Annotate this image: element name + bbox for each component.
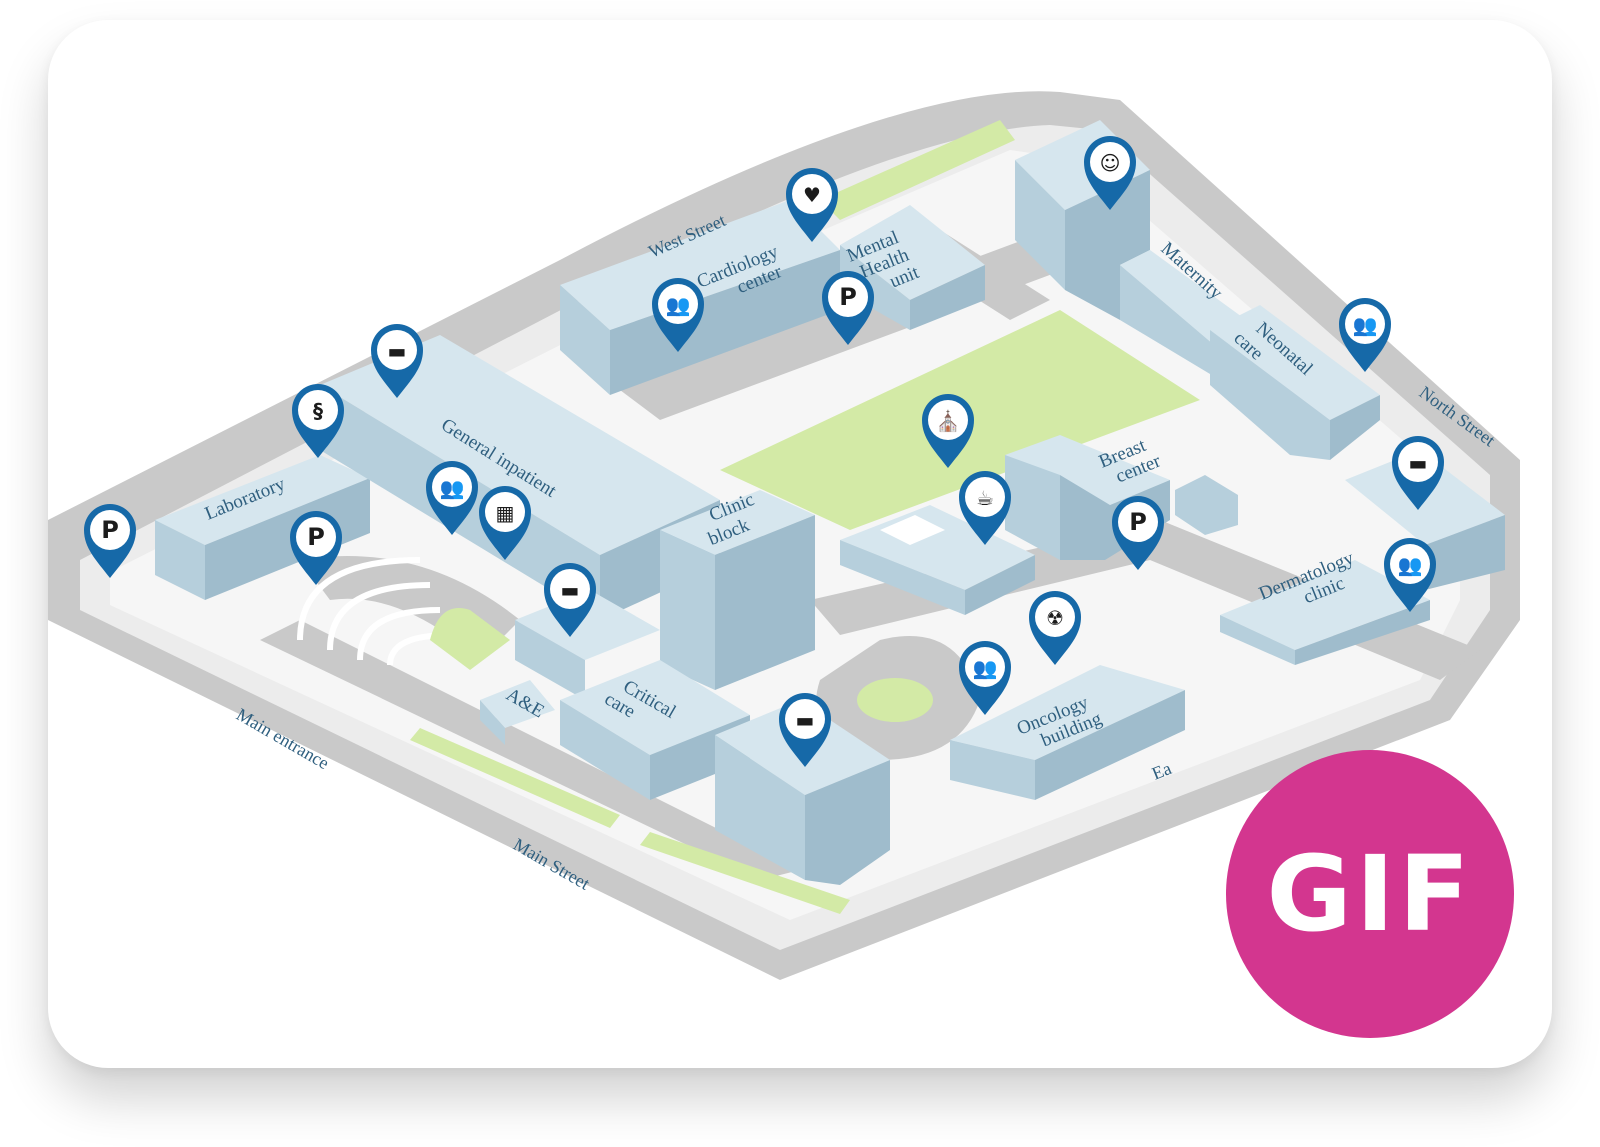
map-pin-reception[interactable]: 👥 xyxy=(1339,298,1391,372)
map-pin-church[interactable]: ⛪ xyxy=(922,394,974,468)
bed-icon: ▬ xyxy=(1409,451,1428,475)
building-critical-care xyxy=(480,590,750,800)
grass-south2 xyxy=(640,832,850,914)
parking-icon: P xyxy=(307,523,325,551)
map-pin-parking[interactable]: P xyxy=(822,271,874,345)
building-cafe xyxy=(840,505,1035,615)
parking-icon: P xyxy=(839,283,857,311)
map-pin-reception[interactable]: 👥 xyxy=(652,278,704,352)
building-laboratory xyxy=(155,455,370,600)
map-pin-coffee[interactable]: ☕ xyxy=(959,471,1011,545)
building-mental-health xyxy=(840,205,985,330)
radiation-icon: ☢ xyxy=(1046,606,1064,630)
reception-icon: 👥 xyxy=(1398,553,1423,577)
parking-icon: P xyxy=(1129,508,1147,536)
map-pin-bed[interactable]: ▬ xyxy=(1392,436,1444,510)
coffee-icon: ☕ xyxy=(976,486,994,510)
building-cardiology xyxy=(560,200,840,395)
grass-north xyxy=(820,120,1015,220)
grass-south xyxy=(410,728,620,828)
map-pin-heart-pulse[interactable]: ♥ xyxy=(786,168,838,242)
map-pin-radiation[interactable]: ☢ xyxy=(1029,591,1081,665)
map-pin-parking[interactable]: P xyxy=(290,511,342,585)
campus-map: West Street North Street Main Street Mai… xyxy=(48,91,1520,980)
map-pin-bed[interactable]: ▬ xyxy=(371,324,423,398)
atm-icon: ▦ xyxy=(496,501,515,525)
map-pin-dna[interactable]: § xyxy=(292,384,344,458)
heart-pulse-icon: ♥ xyxy=(803,183,821,207)
map-pin-reception[interactable]: 👥 xyxy=(426,461,478,535)
building-oncology xyxy=(950,665,1185,800)
bed-icon: ▬ xyxy=(796,708,815,732)
map-pins: ☺ ♥ 👥 P 👥 ▬ § ⛪ ☕ ▬ 👥 ▦ P P P ▬ ☢ 👥 👥 ▬ xyxy=(84,136,1444,767)
gif-badge[interactable]: GIF xyxy=(1226,750,1514,1038)
parking-icon: P xyxy=(101,516,119,544)
bed-icon: ▬ xyxy=(388,339,407,363)
dna-icon: § xyxy=(313,399,323,423)
baby-icon: ☺ xyxy=(1100,151,1121,175)
gif-badge-text: GIF xyxy=(1266,833,1474,955)
bed-icon: ▬ xyxy=(561,578,580,602)
map-pin-bed[interactable]: ▬ xyxy=(544,563,596,637)
map-card: West Street North Street Main Street Mai… xyxy=(48,20,1552,1068)
building-breast-center xyxy=(1005,435,1238,560)
reception-icon: 👥 xyxy=(440,476,465,500)
reception-icon: 👥 xyxy=(666,293,691,317)
building-clinic-block xyxy=(660,490,815,690)
map-pin-baby[interactable]: ☺ xyxy=(1084,136,1136,210)
map-pin-parking[interactable]: P xyxy=(1112,496,1164,570)
building-neonatal xyxy=(1210,305,1380,460)
map-pin-parking[interactable]: P xyxy=(84,504,136,578)
map-pin-reception[interactable]: 👥 xyxy=(1384,538,1436,612)
map-pin-reception[interactable]: 👥 xyxy=(959,641,1011,715)
map-pin-bed[interactable]: ▬ xyxy=(779,693,831,767)
map-pin-atm[interactable]: ▦ xyxy=(479,486,531,560)
reception-icon: 👥 xyxy=(973,656,998,680)
church-icon: ⛪ xyxy=(936,409,961,433)
reception-icon: 👥 xyxy=(1353,313,1378,337)
